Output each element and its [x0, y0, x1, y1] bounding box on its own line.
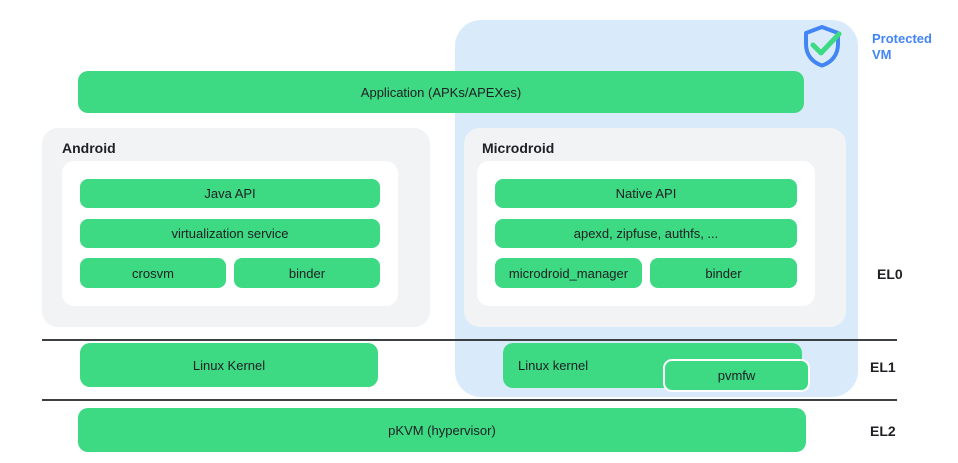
shield-check-icon [798, 24, 846, 68]
bar-binder-android: binder [234, 258, 380, 288]
bar-pkvm-hypervisor: pKVM (hypervisor) [78, 408, 806, 452]
el0-label: EL0 [877, 266, 903, 282]
bar-virtualization-service: virtualization service [80, 219, 380, 248]
el1-el2-divider [42, 399, 897, 401]
el0-el1-divider [42, 339, 897, 341]
application-bar: Application (APKs/APEXes) [78, 71, 804, 113]
bar-java-api: Java API [80, 179, 380, 208]
android-inner-panel: Java API virtualization service crosvm b… [62, 161, 398, 306]
protected-vm-label: Protected VM [872, 31, 952, 63]
protected-vm-label-line2: VM [872, 47, 892, 62]
android-box: Android Java API virtualization service … [42, 128, 430, 327]
microdroid-box: Microdroid Native API apexd, zipfuse, au… [464, 128, 846, 327]
microdroid-inner-panel: Native API apexd, zipfuse, authfs, ... m… [477, 161, 815, 306]
bar-linux-kernel-android: Linux Kernel [80, 343, 378, 387]
protected-vm-label-line1: Protected [872, 31, 932, 46]
bar-binder-microdroid: binder [650, 258, 797, 288]
bar-apexd-zipfuse-authfs: apexd, zipfuse, authfs, ... [495, 219, 797, 248]
android-label: Android [62, 140, 116, 156]
microdroid-label: Microdroid [482, 140, 555, 156]
bar-microdroid-manager: microdroid_manager [495, 258, 642, 288]
bar-crosvm: crosvm [80, 258, 226, 288]
bar-native-api: Native API [495, 179, 797, 208]
bar-pvmfw: pvmfw [663, 359, 810, 392]
el2-label: EL2 [870, 423, 896, 439]
el1-label: EL1 [870, 359, 896, 375]
